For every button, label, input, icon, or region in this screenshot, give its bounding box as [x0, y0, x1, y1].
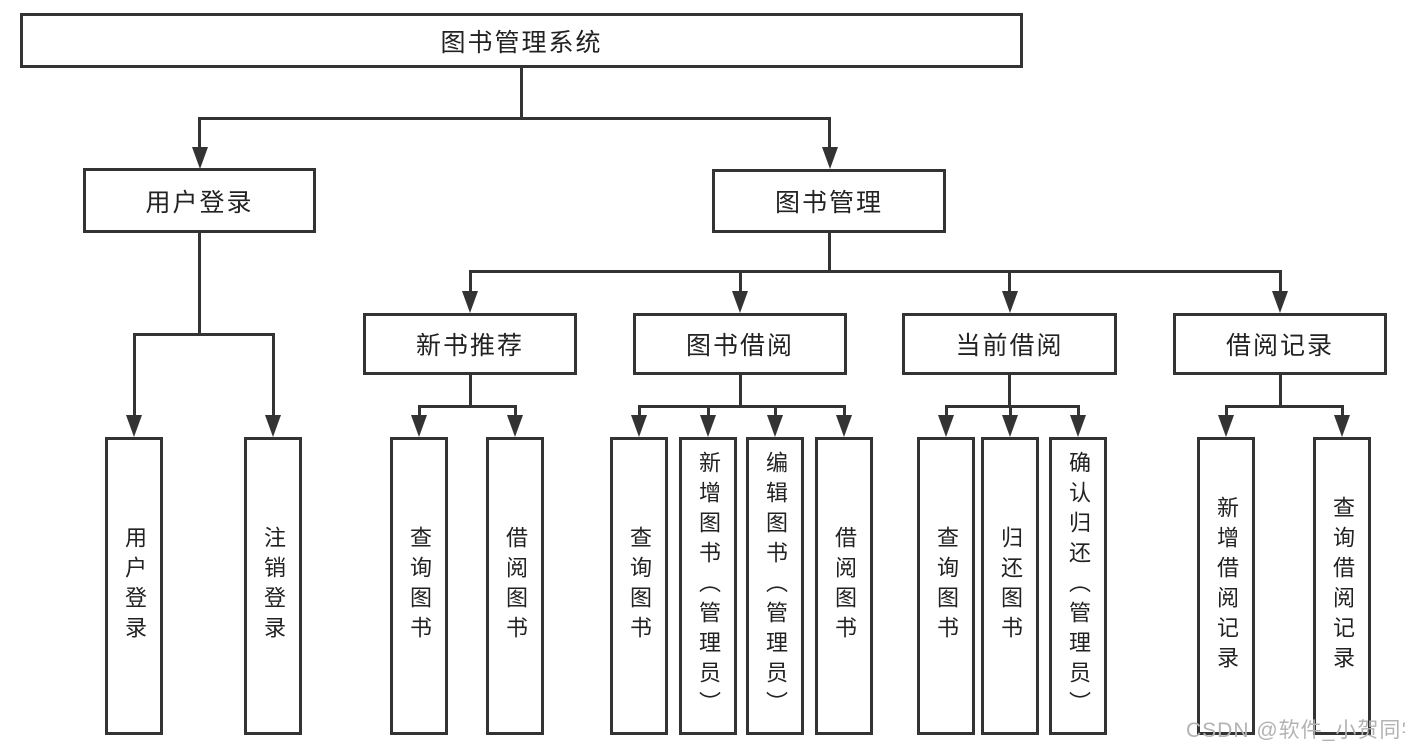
connector-section-stem: [1008, 375, 1011, 408]
leaf-logout: 注销登录: [244, 437, 302, 735]
connector-section-drop: [469, 270, 472, 293]
leaf-confirm-return-admin-label: 确认归还（管理员）: [1066, 451, 1091, 721]
connector-book-mgmt-drop: [828, 117, 831, 151]
connector-leaf-drop: [418, 405, 421, 417]
node-current-borrow: 当前借阅: [902, 313, 1117, 375]
arrow-down-icon: [1218, 415, 1234, 437]
connector-leaf-drop: [1225, 405, 1228, 417]
node-book-management: 图书管理: [712, 169, 946, 233]
connector-section-drop: [739, 270, 742, 293]
node-new-book-recommend-label: 新书推荐: [415, 332, 524, 360]
node-root: 图书管理系统: [20, 13, 1023, 68]
connector-leaf-drop: [774, 405, 777, 417]
leaf-user-login-label: 用户登录: [122, 526, 147, 646]
connector-leaf-drop: [638, 405, 641, 417]
csdn-watermark: CSDN @软件_小贺同学: [1186, 719, 1405, 742]
leaf-confirm-return-admin: 确认归还（管理员）: [1049, 437, 1107, 735]
connector-user-login-stem: [198, 233, 201, 335]
connector-user-login-bar: [133, 333, 275, 336]
connector-root-stem: [520, 68, 523, 119]
leaf-user-login: 用户登录: [105, 437, 163, 735]
arrow-down-icon: [411, 415, 427, 437]
leaf-query-book-current-label: 查询图书: [934, 526, 959, 646]
leaf-edit-book-admin-label: 编辑图书（管理员）: [763, 451, 788, 721]
connector-section-drop: [1008, 270, 1011, 293]
connector-section-bar: [1225, 405, 1344, 408]
connector-section-stem: [469, 375, 472, 408]
leaf-query-book-borrow-label: 查询图书: [627, 526, 652, 646]
connector-leaf-drop: [843, 405, 846, 417]
connector-section-bar: [638, 405, 846, 408]
arrow-down-icon: [767, 415, 783, 437]
leaf-add-book-admin-label: 新增图书（管理员）: [696, 451, 721, 721]
leaf-add-book-admin: 新增图书（管理员）: [679, 437, 737, 735]
connector-leaf-drop: [1077, 405, 1080, 417]
arrow-down-icon: [1272, 291, 1288, 313]
leaf-borrow-book: 借阅图书: [815, 437, 873, 735]
arrow-down-icon: [732, 291, 748, 313]
leaf-add-borrow-record-label: 新增借阅记录: [1214, 496, 1239, 676]
node-current-borrow-label: 当前借阅: [955, 332, 1064, 360]
arrow-down-icon: [1002, 291, 1018, 313]
leaf-query-book-recommend-label: 查询图书: [407, 526, 432, 646]
connector-book-mgmt-bar: [469, 270, 1281, 273]
node-borrow-record-label: 借阅记录: [1225, 332, 1334, 360]
arrow-down-icon: [1334, 415, 1350, 437]
leaf-query-book-recommend: 查询图书: [390, 437, 448, 735]
node-book-borrow: 图书借阅: [633, 313, 847, 375]
arrow-down-icon: [822, 147, 838, 169]
arrow-down-icon: [1002, 415, 1018, 437]
arrow-down-icon: [192, 147, 208, 169]
connector-leaf-drop: [514, 405, 517, 417]
node-borrow-record: 借阅记录: [1173, 313, 1387, 375]
connector-leaf-drop: [133, 333, 136, 417]
leaf-query-book-current: 查询图书: [917, 437, 975, 735]
connector-section-bar: [418, 405, 517, 408]
arrow-down-icon: [1070, 415, 1086, 437]
arrow-down-icon: [462, 291, 478, 313]
connector-book-mgmt-stem: [828, 233, 831, 273]
node-book-management-label: 图书管理: [774, 189, 883, 217]
connector-leaf-drop: [945, 405, 948, 417]
leaf-query-borrow-record-label: 查询借阅记录: [1330, 496, 1355, 676]
arrow-down-icon: [507, 415, 523, 437]
connector-root-bar: [198, 117, 831, 120]
connector-section-stem: [1279, 375, 1282, 408]
connector-leaf-drop: [1009, 405, 1012, 417]
connector-leaf-drop: [1341, 405, 1344, 417]
leaf-logout-label: 注销登录: [261, 526, 286, 646]
arrow-down-icon: [700, 415, 716, 437]
connector-leaf-drop: [707, 405, 710, 417]
leaf-borrow-book-recommend: 借阅图书: [486, 437, 544, 735]
node-book-borrow-label: 图书借阅: [685, 332, 794, 360]
leaf-return-book: 归还图书: [981, 437, 1039, 735]
connector-section-bar: [945, 405, 1080, 408]
leaf-borrow-book-label: 借阅图书: [832, 526, 857, 646]
node-user-login-label: 用户登录: [145, 188, 254, 217]
arrow-down-icon: [938, 415, 954, 437]
arrow-down-icon: [126, 415, 142, 437]
leaf-query-book-borrow: 查询图书: [610, 437, 668, 735]
node-new-book-recommend: 新书推荐: [363, 313, 577, 375]
arrow-down-icon: [631, 415, 647, 437]
node-user-login: 用户登录: [83, 168, 316, 233]
arrow-down-icon: [836, 415, 852, 437]
leaf-borrow-book-recommend-label: 借阅图书: [503, 526, 528, 646]
leaf-query-borrow-record: 查询借阅记录: [1313, 437, 1371, 735]
leaf-add-borrow-record: 新增借阅记录: [1197, 437, 1255, 735]
connector-section-drop: [1279, 270, 1282, 293]
arrow-down-icon: [265, 415, 281, 437]
node-root-label: 图书管理系统: [440, 28, 603, 57]
connector-leaf-drop: [272, 333, 275, 417]
connector-section-stem: [739, 375, 742, 408]
leaf-edit-book-admin: 编辑图书（管理员）: [746, 437, 804, 735]
connector-user-login-drop: [198, 117, 201, 151]
leaf-return-book-label: 归还图书: [998, 526, 1023, 646]
